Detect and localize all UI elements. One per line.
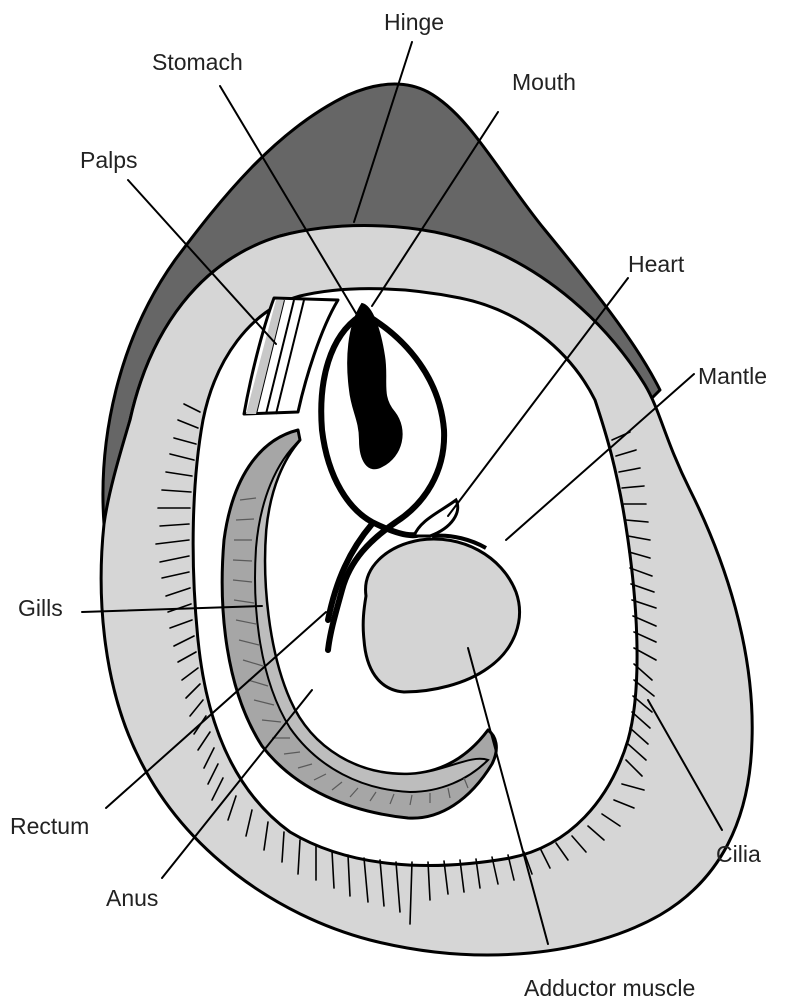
label-adductor-muscle: Adductor muscle <box>524 975 695 1001</box>
label-cilia: Cilia <box>716 841 761 867</box>
label-anus: Anus <box>106 885 158 911</box>
label-rectum: Rectum <box>10 813 89 839</box>
label-heart: Heart <box>628 251 685 277</box>
label-stomach: Stomach <box>152 49 243 75</box>
label-mantle: Mantle <box>698 363 767 389</box>
label-palps: Palps <box>80 147 138 173</box>
label-gills: Gills <box>18 595 63 621</box>
label-mouth: Mouth <box>512 69 576 95</box>
label-hinge: Hinge <box>384 9 444 35</box>
